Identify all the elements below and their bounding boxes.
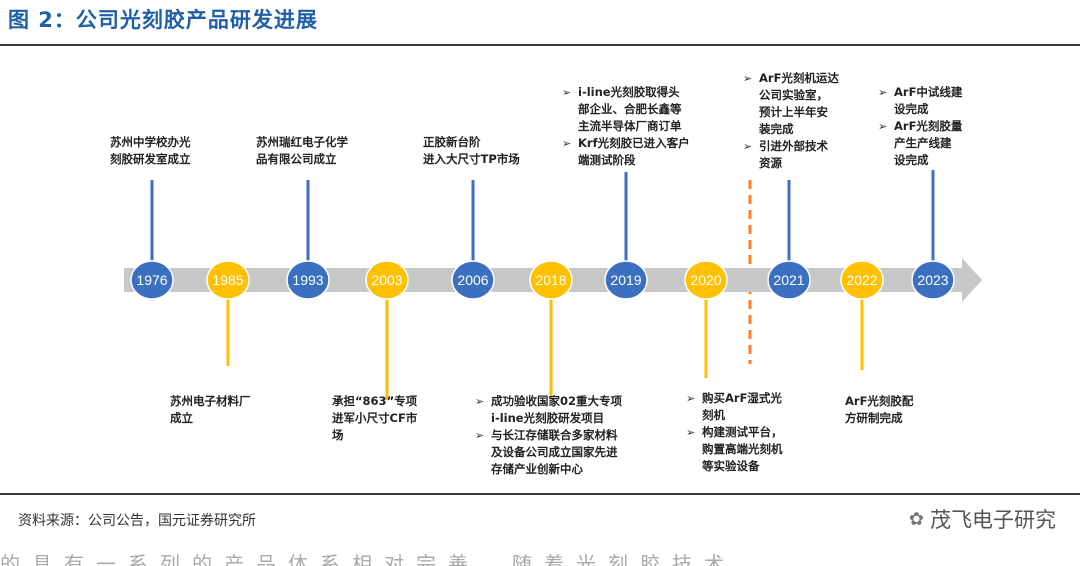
event-item: 苏州中学校办光 刻胶研发室成立: [110, 134, 191, 168]
brand-name: 茂飞电子研究: [930, 508, 1056, 532]
event-item: ➢ Krf光刻胶已进入客户 端测试阶段: [562, 135, 690, 169]
event-text-1976: 苏州中学校办光 刻胶研发室成立: [110, 134, 191, 168]
event-item-text: 苏州中学校办光 刻胶研发室成立: [110, 135, 191, 166]
event-text-2019: ➢ i-line光刻胶取得头 部企业、合肥长鑫等 主流半导体厂商订单 ➢ Krf光刻胶…: [562, 84, 690, 169]
bottom-rule: [0, 493, 1080, 495]
triangle-bullet-icon: ➢: [743, 140, 753, 153]
year-node-2020: 2020: [684, 260, 728, 300]
event-text-2003: 承担“863”专项 进军小尺寸CF市 场: [332, 393, 417, 444]
event-item-text: ArF光刻胶量 产生产线建 设完成: [894, 119, 963, 167]
year-node-1976: 1976: [130, 260, 174, 300]
event-text-2018: ➢ 成功验收国家02重大专项 i-line光刻胶研发项目 ➢ 与长江存储联合多家材料 …: [475, 393, 622, 478]
event-item: ➢ ArF中试线建 设完成: [878, 84, 962, 118]
event-item: ➢ 成功验收国家02重大专项 i-line光刻胶研发项目: [475, 393, 622, 427]
event-item-text: ArF光刻胶配 方研制完成: [845, 394, 914, 425]
year-label: 1976: [136, 272, 167, 288]
year-node-circle: [604, 260, 648, 300]
event-item: 承担“863”专项 进军小尺寸CF市 场: [332, 393, 417, 444]
year-label: 2020: [690, 272, 721, 288]
year-label: 1993: [292, 272, 323, 288]
triangle-bullet-icon: ➢: [686, 392, 696, 405]
year-node-circle: [286, 260, 330, 300]
event-text-2006: 正胶新台阶 进入大尺寸TP市场: [423, 134, 520, 168]
year-node-circle: [840, 260, 884, 300]
triangle-bullet-icon: ➢: [562, 86, 572, 99]
event-item-text: 成功验收国家02重大专项 i-line光刻胶研发项目: [491, 394, 623, 425]
event-item-text: Krf光刻胶已进入客户 端测试阶段: [578, 136, 690, 167]
year-label: 2003: [371, 272, 402, 288]
year-node-2023: 2023: [911, 260, 955, 300]
year-node-circle: [365, 260, 409, 300]
event-item: 正胶新台阶 进入大尺寸TP市场: [423, 134, 520, 168]
event-item: ArF光刻胶配 方研制完成: [845, 393, 913, 427]
top-rule: [0, 44, 1080, 46]
year-label: 2006: [457, 272, 488, 288]
event-text-1985: 苏州电子材料厂 成立: [170, 393, 251, 427]
event-item: ➢ 与长江存储联合多家材料 及设备公司成立国家先进 存储产业创新中心: [475, 427, 622, 478]
event-item-text: 苏州瑞红电子化学 品有限公司成立: [256, 135, 348, 166]
year-node-circle: [684, 260, 728, 300]
event-item: ➢ i-line光刻胶取得头 部企业、合肥长鑫等 主流半导体厂商订单: [562, 84, 690, 135]
event-item: ➢ ArF光刻机运达 公司实验室， 预计上半年安 装完成: [743, 70, 839, 138]
year-label: 2018: [535, 272, 566, 288]
year-label: 2023: [917, 272, 948, 288]
next-paragraph-fragment: 的具有一系列的产品体系相对完善，随着光刻胶技术: [0, 552, 736, 566]
event-item-text: 承担“863”专项 进军小尺寸CF市 场: [332, 394, 418, 442]
year-node-2003: 2003: [365, 260, 409, 300]
timeline-diagram: 1976 1985 1993 2003 2006 2018 2019 2020 2021 2022…: [124, 170, 982, 400]
triangle-bullet-icon: ➢: [878, 86, 888, 99]
event-text-2022: ArF光刻胶配 方研制完成: [845, 393, 913, 427]
year-label: 1985: [212, 272, 243, 288]
triangle-bullet-icon: ➢: [743, 72, 753, 85]
event-item: ➢ 引进外部技术 资源: [743, 138, 839, 172]
year-label: 2022: [846, 272, 877, 288]
source-note: 资料来源：公司公告，国元证券研究所: [18, 513, 256, 529]
year-node-circle: [451, 260, 495, 300]
event-item-text: 构建测试平台， 购置高端光刻机 等实验设备: [702, 425, 783, 473]
year-node-1993: 1993: [286, 260, 330, 300]
year-node-2006: 2006: [451, 260, 495, 300]
triangle-bullet-icon: ➢: [475, 395, 485, 408]
year-node-circle: [911, 260, 955, 300]
event-item-text: 正胶新台阶 进入大尺寸TP市场: [423, 135, 520, 166]
event-item: ➢ 构建测试平台， 购置高端光刻机 等实验设备: [686, 424, 783, 475]
triangle-bullet-icon: ➢: [686, 426, 696, 439]
event-text-2021: ➢ ArF光刻机运达 公司实验室， 预计上半年安 装完成 ➢ 引进外部技术 资源: [743, 70, 839, 172]
event-text-2020: ➢ 购买ArF湿式光 刻机 ➢ 构建测试平台， 购置高端光刻机 等实验设备: [686, 390, 783, 475]
event-text-1993: 苏州瑞红电子化学 品有限公司成立: [256, 134, 348, 168]
year-node-2021: 2021: [767, 260, 811, 300]
event-item: ➢ ArF光刻胶量 产生产线建 设完成: [878, 118, 962, 169]
event-item-text: 引进外部技术 资源: [759, 139, 828, 170]
event-item-text: 与长江存储联合多家材料 及设备公司成立国家先进 存储产业创新中心: [491, 428, 618, 476]
event-item: 苏州瑞红电子化学 品有限公司成立: [256, 134, 348, 168]
event-item-text: 购买ArF湿式光 刻机: [702, 391, 782, 422]
event-item-text: i-line光刻胶取得头 部企业、合肥长鑫等 主流半导体厂商订单: [578, 85, 682, 133]
triangle-bullet-icon: ➢: [562, 137, 572, 150]
triangle-bullet-icon: ➢: [475, 429, 485, 442]
event-item-text: 苏州电子材料厂 成立: [170, 394, 251, 425]
year-node-2019: 2019: [604, 260, 648, 300]
year-node-circle: [767, 260, 811, 300]
event-text-2023: ➢ ArF中试线建 设完成 ➢ ArF光刻胶量 产生产线建 设完成: [878, 84, 962, 169]
year-node-2018: 2018: [529, 260, 573, 300]
year-label: 2021: [773, 272, 804, 288]
event-item: 苏州电子材料厂 成立: [170, 393, 251, 427]
event-item-text: ArF光刻机运达 公司实验室， 预计上半年安 装完成: [759, 71, 839, 136]
year-label: 2019: [610, 272, 641, 288]
year-node-2022: 2022: [840, 260, 884, 300]
wechat-icon: ✿: [908, 508, 924, 530]
event-item: ➢ 购买ArF湿式光 刻机: [686, 390, 783, 424]
event-item-text: ArF中试线建 设完成: [894, 85, 963, 116]
brand-watermark: ✿ 茂飞电子研究: [909, 504, 1056, 534]
year-node-circle: [206, 260, 250, 300]
triangle-bullet-icon: ➢: [878, 120, 888, 133]
year-node-circle: [130, 260, 174, 300]
year-node-1985: 1985: [206, 260, 250, 300]
figure-title: 图 2：公司光刻胶产品研发进展: [8, 8, 318, 32]
year-node-circle: [529, 260, 573, 300]
